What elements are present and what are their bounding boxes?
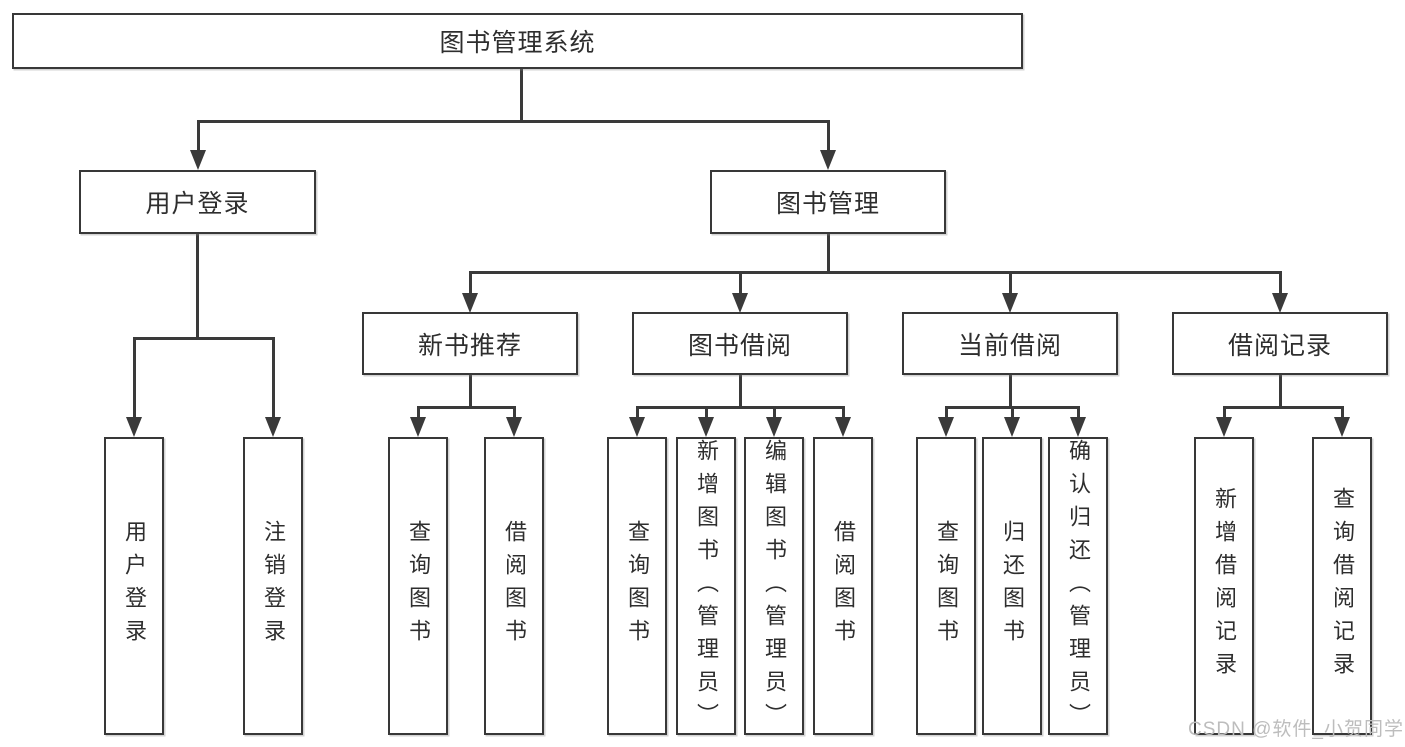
arrow-down-icon: [462, 293, 478, 313]
connector-line: [636, 406, 639, 419]
leaf-borrow-books: 借阅图书: [813, 437, 873, 735]
arrow-down-icon: [1272, 293, 1288, 313]
arrow-down-icon: [629, 417, 645, 437]
arrow-down-icon: [835, 417, 851, 437]
node-label: 图书管理: [775, 190, 880, 218]
arrow-down-icon: [820, 150, 836, 170]
leaf-return-book: 归还图书: [982, 437, 1042, 735]
node-borrowing-records: 借阅记录: [1172, 312, 1388, 375]
node-label: 新书推荐: [417, 331, 522, 360]
node-new-book-recommendation: 新书推荐: [362, 312, 578, 375]
connector-line: [469, 271, 1281, 274]
node-user-login: 用户登录: [79, 170, 316, 234]
connector-line: [272, 337, 275, 419]
node-label: 当前借阅: [957, 331, 1062, 360]
leaf-query-books-borrow: 查询图书: [607, 437, 667, 735]
leaf-label: 借阅图书: [831, 520, 856, 652]
csdn-watermark: CSDN @软件_小贺同学: [1188, 719, 1404, 740]
arrow-down-icon: [126, 417, 142, 437]
leaf-query-borrow-record: 查询借阅记录: [1312, 437, 1372, 735]
leaf-label: 查询借阅记录: [1330, 487, 1355, 685]
leaf-label: 编辑图书（管理员）: [762, 439, 787, 736]
connector-line: [196, 233, 199, 337]
connector-line: [513, 406, 516, 419]
leaf-borrow-books-recommend: 借阅图书: [484, 437, 544, 735]
node-root-library-management-system: 图书管理系统: [12, 13, 1023, 69]
connector-line: [1279, 375, 1282, 408]
connector-line: [133, 337, 274, 340]
arrow-down-icon: [1002, 293, 1018, 313]
connector-line: [773, 406, 776, 419]
connector-line: [1009, 271, 1012, 295]
arrow-down-icon: [938, 417, 954, 437]
leaf-label: 查询图书: [406, 520, 431, 652]
arrow-down-icon: [1070, 417, 1086, 437]
leaf-user-login: 用户登录: [104, 437, 164, 735]
connector-line: [520, 69, 523, 120]
arrow-down-icon: [766, 417, 782, 437]
leaf-label: 新增图书（管理员）: [694, 439, 719, 736]
arrow-down-icon: [698, 417, 714, 437]
arrow-down-icon: [410, 417, 426, 437]
connector-line: [636, 406, 844, 409]
leaf-confirm-return-admin: 确认归还（管理员）: [1048, 437, 1108, 736]
arrow-down-icon: [190, 150, 206, 170]
connector-line: [417, 406, 515, 409]
connector-line: [842, 406, 845, 419]
connector-line: [417, 406, 420, 419]
connector-line: [1223, 406, 1226, 419]
connector-line: [739, 375, 742, 408]
leaf-label: 查询图书: [625, 520, 650, 652]
leaf-label: 用户登录: [122, 520, 147, 652]
node-book-management: 图书管理: [710, 170, 946, 234]
arrow-down-icon: [265, 417, 281, 437]
leaf-query-books-recommend: 查询图书: [388, 437, 448, 735]
arrow-down-icon: [1334, 417, 1350, 437]
leaf-label: 确认归还（管理员）: [1066, 439, 1091, 736]
leaf-label: 借阅图书: [502, 520, 527, 652]
leaf-add-borrow-record: 新增借阅记录: [1194, 437, 1254, 735]
connector-line: [739, 271, 742, 295]
leaf-label: 归还图书: [1000, 520, 1025, 652]
connector-line: [1011, 406, 1014, 419]
connector-line: [827, 233, 830, 273]
leaf-label: 新增借阅记录: [1212, 487, 1237, 685]
leaf-query-books-current: 查询图书: [916, 437, 976, 735]
node-label: 用户登录: [145, 190, 250, 218]
connector-line: [197, 120, 200, 152]
leaf-add-book-admin: 新增图书（管理员）: [676, 437, 736, 736]
connector-line: [705, 406, 708, 419]
connector-line: [469, 271, 472, 295]
arrow-down-icon: [1004, 417, 1020, 437]
node-label: 图书借阅: [687, 331, 792, 360]
connector-line: [1009, 375, 1012, 408]
connector-line: [827, 120, 830, 152]
leaf-logout: 注销登录: [243, 437, 303, 735]
connector-line: [1279, 271, 1282, 295]
connector-line: [197, 120, 829, 123]
node-label: 图书管理系统: [439, 29, 596, 57]
connector-line: [133, 337, 136, 419]
node-current-borrowing: 当前借阅: [902, 312, 1118, 375]
node-book-borrowing: 图书借阅: [632, 312, 848, 375]
connector-line: [469, 375, 472, 408]
arrow-down-icon: [732, 293, 748, 313]
leaf-edit-book-admin: 编辑图书（管理员）: [744, 437, 804, 736]
connector-line: [945, 406, 948, 419]
node-label: 借阅记录: [1227, 331, 1332, 360]
leaf-label: 查询图书: [934, 520, 959, 652]
connector-line: [1077, 406, 1080, 419]
leaf-label: 注销登录: [261, 520, 286, 652]
connector-line: [1341, 406, 1344, 419]
arrow-down-icon: [1216, 417, 1232, 437]
arrow-down-icon: [506, 417, 522, 437]
connector-line: [1223, 406, 1343, 409]
